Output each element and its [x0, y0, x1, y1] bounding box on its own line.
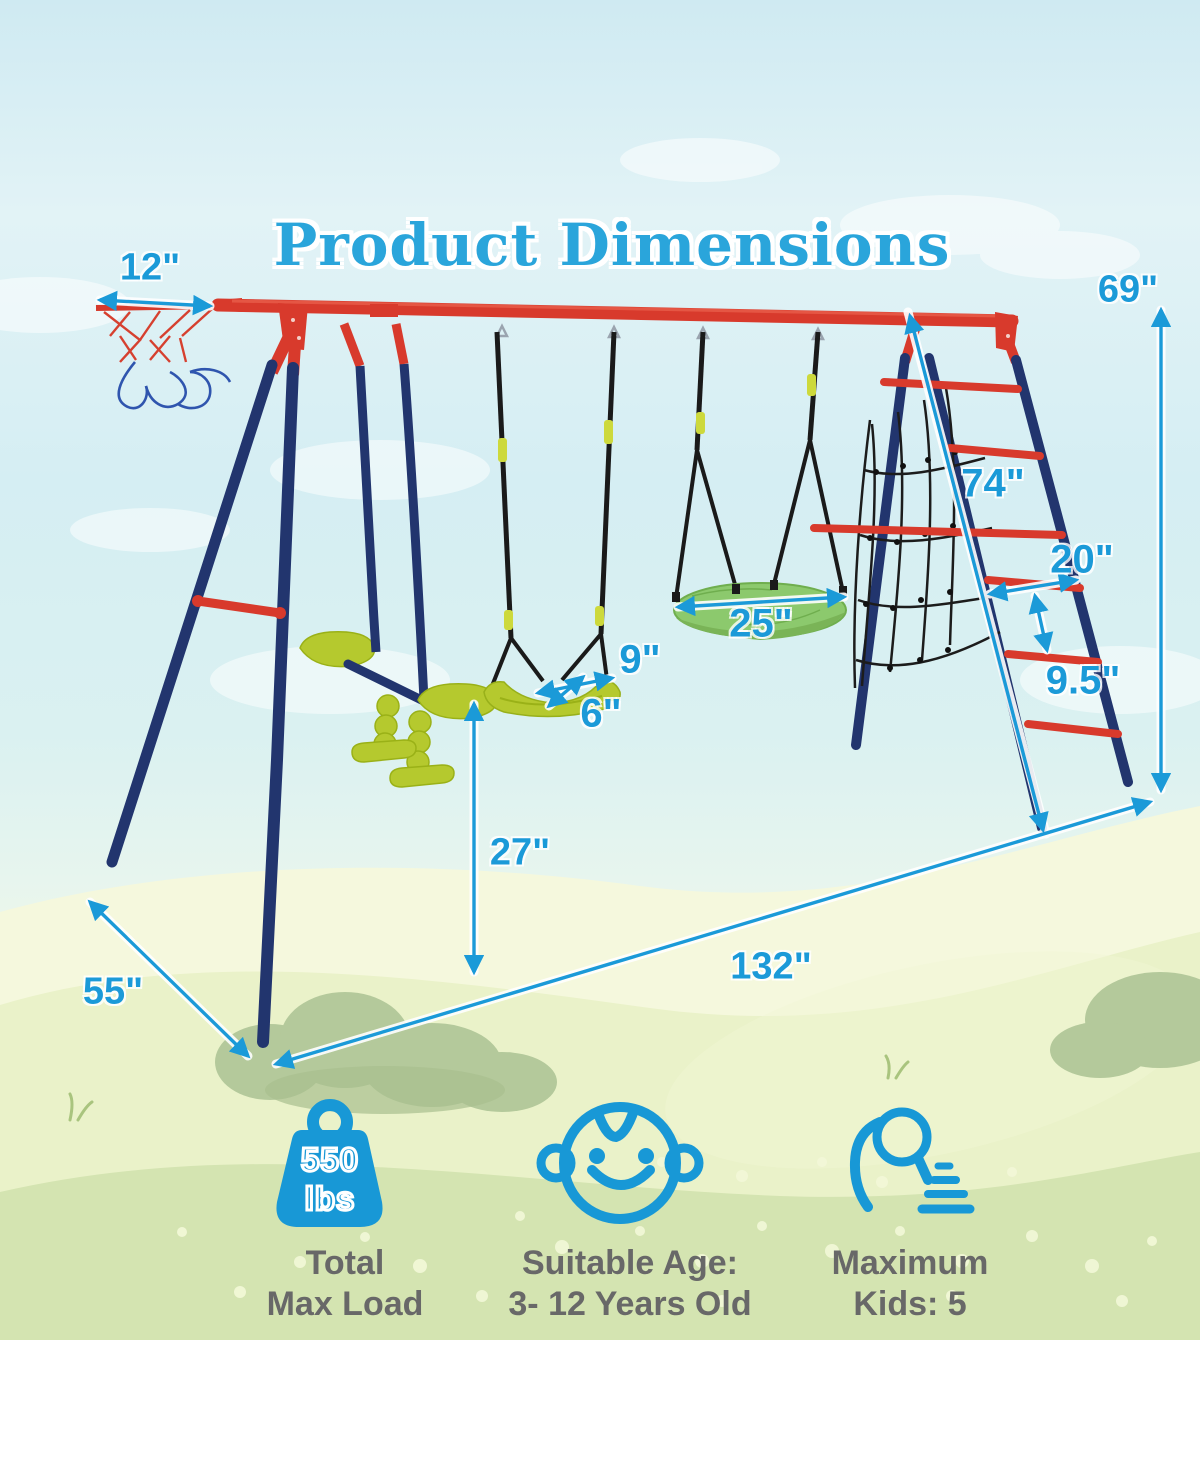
glider-bracket — [370, 304, 398, 317]
strap-adjusters — [498, 420, 613, 630]
feature-label-line1: Maximum — [831, 1244, 989, 1282]
weight-badge-unit: lbs — [303, 1179, 356, 1219]
belt-swing — [483, 331, 621, 718]
feature-maximum-kids: Maximum Kids: 5 — [750, 1243, 1070, 1325]
feature-label-line2: Kids: 5 — [853, 1285, 967, 1323]
left-back-leg — [106, 359, 278, 868]
arrow-12in — [96, 290, 214, 316]
dim-label-overall-length: 132" — [730, 945, 812, 988]
ground-speckles — [177, 1157, 1157, 1307]
dim-label-saucer-diameter: 25" — [729, 601, 793, 646]
dim-label-ladder-length: 74" — [961, 461, 1025, 506]
baby-face-icon — [536, 1102, 704, 1224]
arrow-74in — [904, 312, 1049, 834]
arrow-55in — [87, 899, 251, 1059]
strap-hangers — [494, 323, 826, 341]
dim-label-rung-width: 20" — [1050, 537, 1114, 582]
dim-label-rung-spacing: 9.5" — [1045, 658, 1121, 703]
page-title: Product Dimensions — [273, 210, 951, 279]
feature-suitable-age: Suitable Age: 3- 12 Years Old — [450, 1243, 810, 1325]
net-leg — [851, 353, 910, 750]
saucer-swing — [672, 331, 847, 640]
dim-label-overall-depth: 55" — [82, 970, 144, 1013]
arrow-9-5in — [1028, 592, 1054, 654]
left-crossbar — [193, 596, 285, 618]
glider-swing — [299, 322, 498, 788]
feature-label-line2: Max Load — [266, 1285, 424, 1323]
arrow-20in — [986, 572, 1080, 602]
left-front-leg — [257, 362, 299, 1048]
dim-label-overall-height: 69" — [1097, 268, 1159, 311]
weight-badge-value: 550 — [299, 1140, 360, 1180]
feature-label-line1: Total — [305, 1244, 385, 1282]
climbing-net — [853, 387, 1001, 689]
hoop-net-blue — [117, 361, 232, 410]
arrow-132in — [272, 797, 1154, 1069]
feature-label-line1: Suitable Age: — [522, 1244, 738, 1282]
arrow-25in — [674, 587, 848, 617]
glider-footrest-right — [389, 764, 455, 788]
dimension-arrows — [85, 290, 1172, 1069]
dim-label-seat-height: 27" — [489, 831, 551, 874]
left-a-frame — [106, 303, 308, 1048]
feature-label-line2: 3- 12 Years Old — [508, 1285, 752, 1323]
person-climbing-icon — [849, 1107, 975, 1214]
feature-total-max-load: Total Max Load — [180, 1243, 510, 1325]
arrow-6in — [546, 674, 586, 709]
glider-footrest-left — [351, 739, 417, 763]
dim-label-seat-depth: 9" — [619, 637, 661, 682]
dim-label-seat-width: 6" — [580, 691, 622, 736]
glider-seat-right — [417, 683, 498, 720]
weight-icon — [276, 1099, 383, 1227]
dim-label-hoop-width: 12" — [119, 246, 181, 289]
